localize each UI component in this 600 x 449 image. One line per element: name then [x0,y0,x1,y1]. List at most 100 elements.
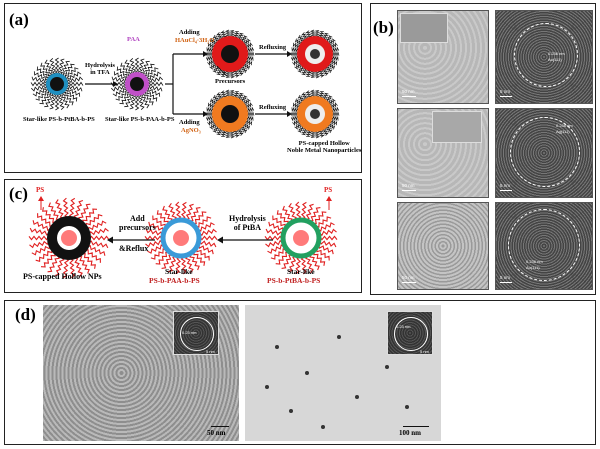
panel-a-tag: (a) [9,10,29,29]
scale-bar [211,425,229,427]
add-precursors-label: Add precursors [119,214,156,233]
polymer-arm [54,93,60,111]
tem-image-dispersed: 0.23 nm 5 nm 100 nm [245,305,441,441]
polymer-arm [36,66,51,79]
polymer-arm [62,197,69,219]
polymer-arm [64,67,79,80]
lattice-label: Ag(111) [556,129,570,134]
polymer-arm [66,81,84,87]
scale-bar [500,189,512,191]
polymer-arm [134,93,140,111]
particle-outline [180,317,214,351]
polymer-arm [65,87,81,97]
polymer-arm [86,244,106,256]
polymer-arm [49,58,57,75]
polymer-arm [146,71,162,82]
panel-b: (b) 50 nm 0.236 nm Au(111) 5 nm 50 nm 0.… [370,3,596,295]
paa-label: PAA [127,36,140,43]
au-precursor-particle [205,29,255,79]
scale-bar [403,425,429,427]
hydrolysis-label: Hydrolysis in TFA [85,62,115,77]
polymer-arm [63,89,78,102]
reflux-label: &Reflux [119,244,149,253]
polymer-arm [143,89,158,102]
tem-image-au-dense: 50 nm [397,202,489,290]
spacing-label: 0.236 nm [548,51,565,56]
inset-scale-label: 5 nm [420,349,429,354]
polymer-arm [73,199,84,220]
polymer-arm [31,244,51,256]
polymer-arm [60,60,70,76]
polymer-arm [139,93,150,109]
polymer-arm [134,57,140,75]
spacing-label: 0.236 nm [526,259,543,264]
polymer-arm [40,62,53,77]
tem-inset [400,13,448,43]
polymer-arm [47,254,60,273]
polymer-arm [39,90,52,105]
polymer-arm [62,257,70,279]
spacing-label: 0.23 nm [182,330,197,335]
scale-label: 5 nm [500,89,511,94]
polymer-arm [146,81,164,87]
polymer-arm [124,92,134,108]
polymer-arm [88,235,110,241]
scale-label: 5 nm [500,183,511,188]
spacing-label: 0.23 nm [396,324,411,329]
polymer-arm [73,256,83,277]
particle [405,405,409,409]
polymer-arm [116,66,131,79]
polymer-arm [137,58,145,75]
polymer-arm [77,255,90,274]
polymer-arm [124,59,135,75]
polymer-arm [32,86,48,97]
hrtem-inset: 0.23 nm 5 nm [387,311,433,355]
polymer-arm [78,203,91,222]
polymer-arm [137,93,145,110]
ps-label-right: PS [324,186,333,194]
particle-outline [510,117,580,187]
polymer-arm [31,84,48,92]
caption-star-ptba-1: Star-like [287,267,315,276]
tem-image-ag-low: 50 nm [397,108,489,198]
tem-image-au-low: 50 nm [397,10,489,104]
scale-bar [402,281,416,283]
refluxing-bottom-label: Refluxing [259,104,287,111]
polymer-arm [85,213,103,228]
polymer-arm [144,67,159,80]
scale-bar [500,95,512,97]
adding-top-label: Adding [179,29,200,36]
polymer-arm [59,93,70,109]
panel-d: (d) 0.23 nm 5 nm 50 nm 0.23 nm 5 nm 100 … [4,300,596,445]
hollow-ag-particle [290,89,340,139]
polymer-arm [129,58,137,75]
spacing-label: 0.236 nm [556,123,573,128]
polymer-arm [61,91,74,106]
polymer-arm [87,240,109,249]
particle [305,371,309,375]
particle [321,425,325,429]
particle [265,385,269,389]
polymer-arm [69,257,76,279]
polymer-arm [111,76,128,84]
polymer-arm [31,76,48,84]
refluxing-top-label: Refluxing [259,44,287,51]
caption-star-ptba-2: PS-b-PtBA-b-PS [267,276,321,285]
panel-a-scheme [30,29,340,139]
particle [337,335,341,339]
hrtem-image-au: 0.236 nm Au(111) 5 nm [495,10,593,104]
polymer-arm [88,227,109,236]
particle [355,395,359,399]
caption-ptba: Star-like PS-b-PtBA-b-PS [23,116,95,123]
panel-b-tag: (b) [373,18,394,37]
particle [275,345,279,349]
polymer-arm [66,76,83,84]
polymer-arm [113,71,129,81]
polymer-arm [54,57,60,75]
ps-label-left: PS [36,186,45,194]
hrtem-image-au-2: 0.236 nm Au(111) 5 nm [495,202,593,290]
star-paa-polymer [110,57,164,111]
polymer-arm [57,93,65,110]
polymer-arm [37,213,54,227]
panel-d-tag: (d) [15,305,36,324]
